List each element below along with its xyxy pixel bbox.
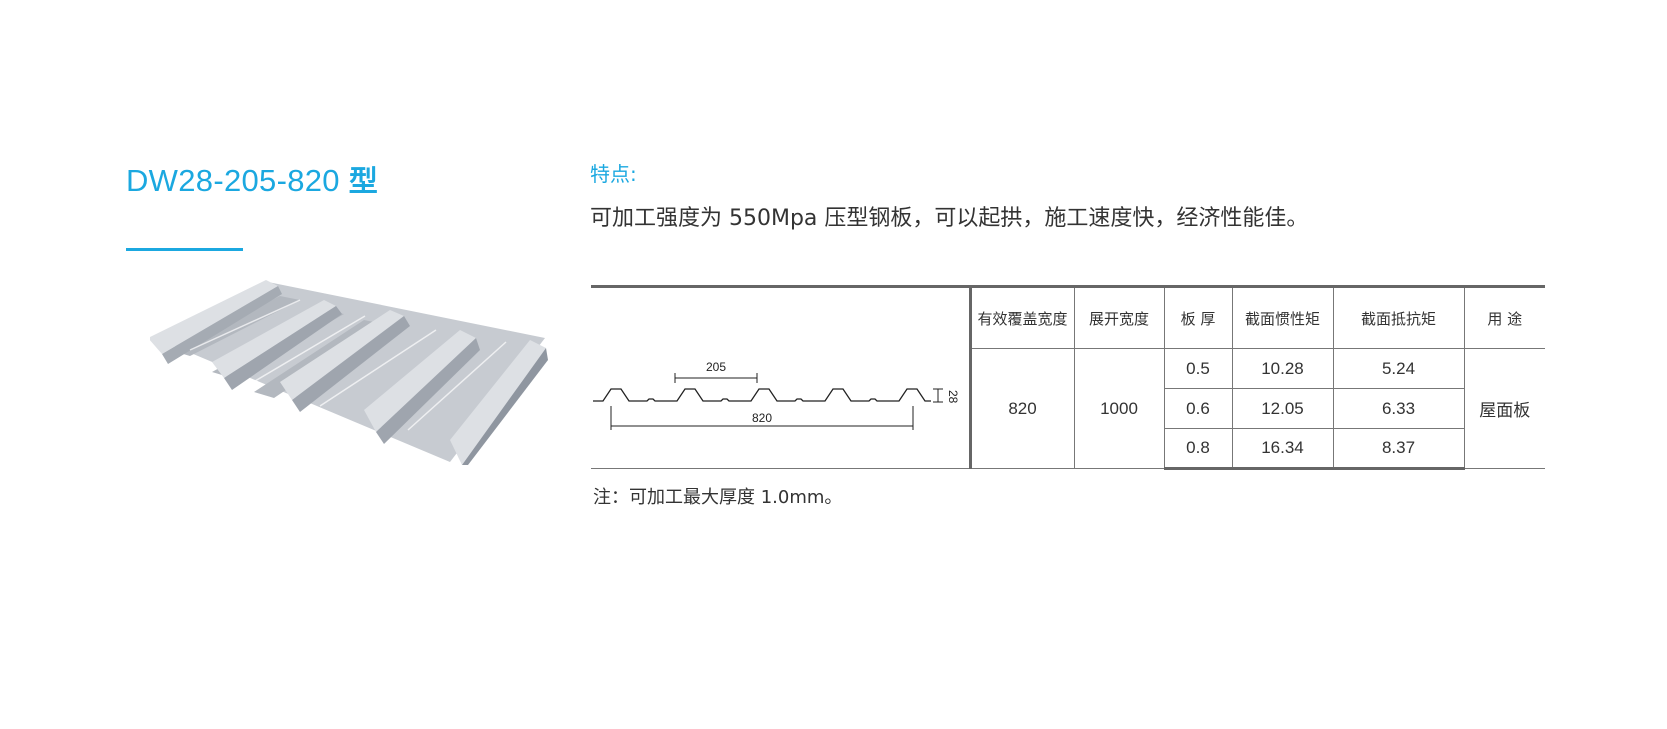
height-dimension-label: 28 (946, 390, 960, 404)
width-dimension-label: 820 (752, 411, 772, 425)
cell-usage: 屋面板 (1463, 348, 1545, 469)
cell-resistance: 5.24 (1332, 348, 1465, 389)
cell-inertia: 10.28 (1231, 348, 1334, 389)
cell-resistance: 8.37 (1332, 428, 1464, 470)
model-code: DW28-205-820 (126, 163, 340, 198)
steel-sheet-image (150, 280, 548, 465)
thickness-note: 注：可加工最大厚度 1.0mm。 (593, 487, 843, 508)
cell-inertia: 16.34 (1231, 428, 1334, 470)
table-row: 820 1000 0.5 10.28 5.24 屋面板 (591, 348, 1545, 469)
cell-effective-width: 820 (970, 348, 1075, 469)
cell-resistance: 6.33 (1332, 388, 1464, 429)
header-inertia: 截面惯性矩 (1231, 285, 1334, 349)
table-row: 0.6 12.05 6.33 (591, 388, 1545, 429)
profile-drawing-cell: 205 820 28 (591, 285, 972, 469)
cell-thickness: 0.8 (1164, 428, 1233, 470)
header-unfolded-width: 展开宽度 (1073, 285, 1165, 349)
model-type-suffix: 型 (348, 164, 379, 198)
header-effective-width: 有效覆盖宽度 (969, 285, 1075, 349)
features-description: 可加工强度为 550Mpa 压型钢板，可以起拱，施工速度快，经济性能佳。 (590, 206, 1309, 231)
cell-thickness: 0.6 (1164, 388, 1233, 429)
page-title: DW28-205-820 型 (126, 158, 378, 200)
cell-unfolded-width: 1000 (1073, 348, 1165, 469)
header-resistance: 截面抵抗矩 (1332, 285, 1465, 349)
header-thickness: 板 厚 (1163, 285, 1233, 349)
cell-thickness: 0.5 (1163, 348, 1233, 389)
header-usage: 用 途 (1463, 285, 1545, 349)
profile-cross-section-diagram: 205 820 28 (593, 360, 960, 430)
features-heading: 特点: (590, 162, 637, 186)
cell-inertia: 12.05 (1231, 388, 1334, 429)
pitch-dimension-label: 205 (706, 360, 726, 374)
spec-table: 205 820 28 有效覆盖宽度 展开宽度 板 厚 截面惯性矩 截面抵抗矩 用… (591, 285, 1545, 470)
table-row: 0.8 16.34 8.37 (591, 428, 1545, 470)
title-underline (126, 248, 243, 251)
